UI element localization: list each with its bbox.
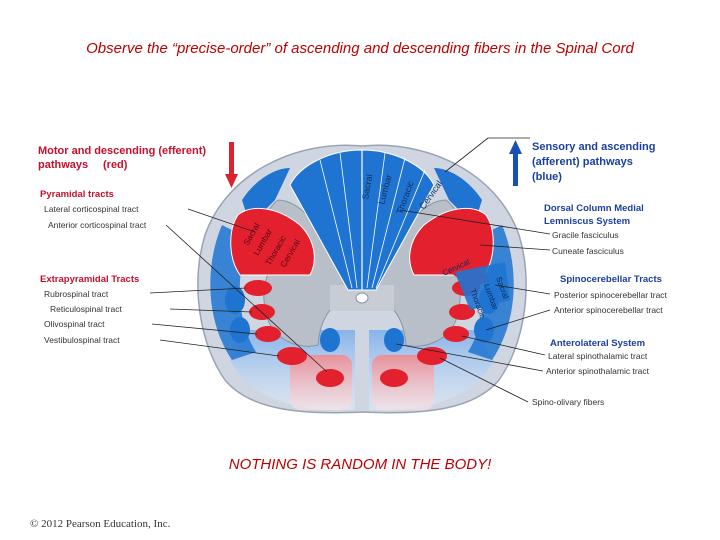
- vestibulospinal-right: [417, 347, 447, 365]
- copyright-credit: © 2012 Pearson Education, Inc.: [30, 518, 171, 530]
- sensory-heading-line1: Sensory and ascending: [532, 141, 655, 153]
- extrapyramidal-item-vestibulospinal: Vestibulospinal tract: [44, 335, 120, 345]
- olivospinal-right: [443, 326, 469, 342]
- pyramidal-item-lateral: Lateral corticospinal tract: [44, 204, 139, 214]
- sensory-arrow-icon: [509, 140, 522, 186]
- anterolateral-item-lateral: Lateral spinothalamic tract: [548, 351, 648, 361]
- motor-heading-line3: (red): [103, 159, 128, 171]
- olivospinal-left: [255, 326, 281, 342]
- pyramidal-item-anterior: Anterior corticospinal tract: [48, 220, 147, 230]
- anterolateral-heading: Anterolateral System: [550, 338, 645, 349]
- tagline: NOTHING IS RANDOM IN THE BODY!: [228, 456, 492, 473]
- dorsal-column-heading-line2: Lemniscus System: [544, 216, 630, 227]
- dorsal-column-heading-line1: Dorsal Column Medial: [544, 203, 644, 214]
- anterior-corticospinal-right: [380, 369, 408, 387]
- motor-arrow-icon: [225, 142, 238, 188]
- extrapyramidal-heading: Extrapyramidal Tracts: [40, 274, 139, 285]
- reticulospinal-left: [249, 304, 275, 320]
- lateral-corticospinal-left: [230, 207, 315, 276]
- left-annotations: Motor and descending (efferent) pathways…: [38, 145, 206, 345]
- spinocerebellar-item-posterior: Posterior spinocerebellar tract: [554, 290, 668, 300]
- extrapyramidal-item-rubrospinal: Rubrospinal tract: [44, 289, 109, 299]
- dorsal-column-fibers: [289, 149, 435, 291]
- dorsal-column-item-gracile: Gracile fasciculus: [552, 230, 619, 240]
- dorsal-segment-sacral: Sacral: [360, 173, 374, 200]
- motor-heading-line1: Motor and descending (efferent): [38, 145, 206, 157]
- right-annotations: Sensory and ascending (afferent) pathway…: [532, 141, 668, 407]
- reticulospinal-right: [449, 304, 475, 320]
- spinocerebellar-heading: Spinocerebellar Tracts: [560, 274, 662, 285]
- extrapyramidal-item-reticulospinal: Reticulospinal tract: [50, 304, 122, 314]
- extrapyramidal-item-olivospinal: Olivospinal tract: [44, 319, 105, 329]
- central-canal: [355, 292, 369, 304]
- spinocerebellar-item-anterior: Anterior spinocerebellar tract: [554, 305, 663, 315]
- rubrospinal-left: [244, 280, 272, 296]
- lateral-corticospinal-right: [409, 207, 494, 276]
- slide-title: Observe the “precise-order” of ascending…: [86, 40, 634, 57]
- dorsal-column-item-cuneate: Cuneate fasciculus: [552, 246, 624, 256]
- pyramidal-heading: Pyramidal tracts: [40, 189, 114, 200]
- anterolateral-item-spino-olivary: Spino-olivary fibers: [532, 397, 604, 407]
- anterior-corticospinal-left: [316, 369, 344, 387]
- anterolateral-item-anterior: Anterior spinothalamic tract: [546, 366, 650, 376]
- anterolateral-tract-marks: [225, 256, 510, 352]
- sensory-heading-line2: (afferent) pathways: [532, 156, 633, 168]
- vestibulospinal-left: [277, 347, 307, 365]
- motor-heading-line2: pathways: [38, 159, 88, 171]
- leader-lines: [149, 137, 551, 403]
- sensory-heading-line3: (blue): [532, 171, 562, 183]
